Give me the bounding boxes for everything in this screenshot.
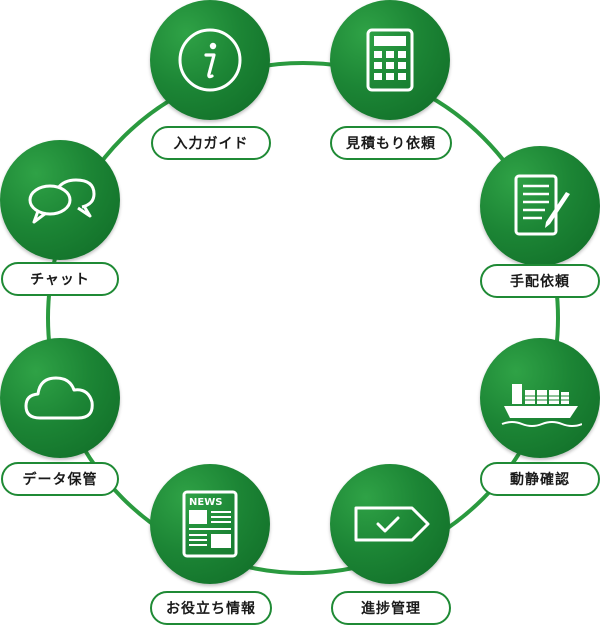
node-input-guide-label[interactable]: 入力ガイド [151, 126, 271, 160]
node-chat-label[interactable]: チャット [1, 262, 119, 296]
node-progress-management-label[interactable]: 進捗管理 [331, 591, 451, 625]
node-movement-check-label[interactable]: 動静確認 [480, 462, 600, 496]
node-input-guide-circle [150, 0, 270, 120]
document-pen-icon [514, 174, 570, 236]
node-data-storage-circle [0, 338, 120, 458]
node-chat-circle [0, 140, 120, 260]
node-data-storage-label[interactable]: データ保管 [1, 462, 119, 496]
chat-bubbles-icon [28, 178, 96, 224]
cargo-ship-icon [501, 384, 582, 427]
node-arrangement-request-circle [480, 146, 600, 266]
calculator-icon [366, 28, 414, 92]
check-tag-icon [354, 506, 430, 542]
node-useful-info-label[interactable]: お役立ち情報 [150, 591, 272, 625]
newspaper-icon: NEWS [182, 490, 238, 558]
node-quote-request-circle [330, 0, 450, 120]
news-text: NEWS [189, 497, 222, 508]
node-progress-management-circle [330, 464, 450, 584]
node-movement-check-circle [480, 338, 600, 458]
node-quote-request-label[interactable]: 見積もり依頼 [330, 126, 452, 160]
info-icon [178, 28, 242, 92]
cloud-icon [24, 376, 94, 420]
node-arrangement-request-label[interactable]: 手配依頼 [480, 264, 600, 298]
node-useful-info-circle: NEWS [150, 464, 270, 584]
